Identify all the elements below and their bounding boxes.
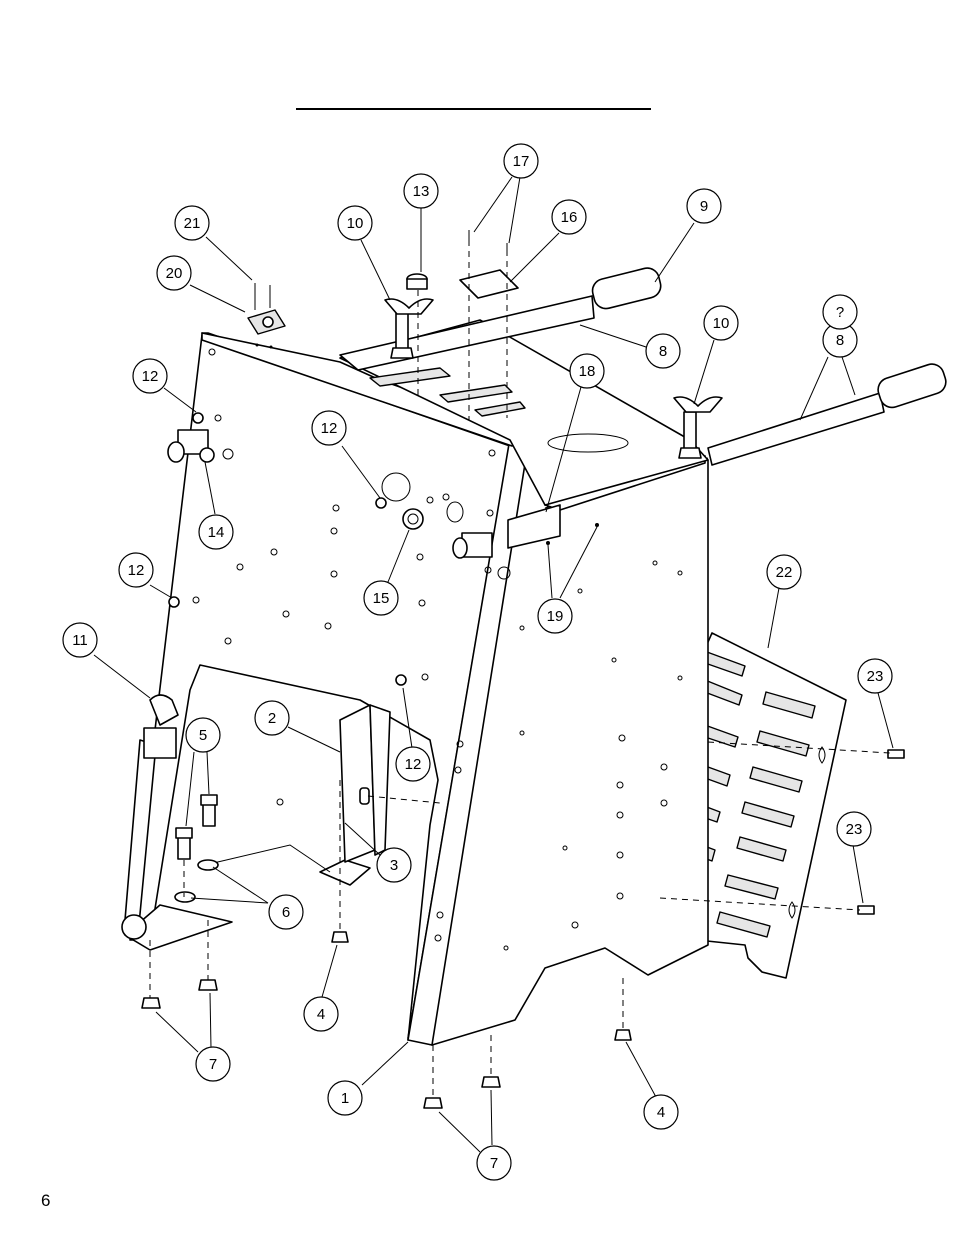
callout-label: 22 [776,564,793,581]
callout-21: 21 [174,205,210,241]
callout-12b: 12 [118,552,154,588]
callout-label: 12 [142,368,159,385]
callout-15: 15 [363,580,399,616]
callout-label: 3 [390,857,398,874]
callout-17: 17 [503,143,539,179]
frame-holes [208,348,683,951]
callout-label: 4 [317,1006,325,1023]
callout-label: 9 [700,198,708,215]
callout-label: 7 [490,1155,498,1172]
callout-label: 23 [867,668,884,685]
leader-lines [93,176,894,1153]
lift-rod [121,694,179,940]
callout-label: 16 [561,209,578,226]
callout-label: 10 [713,315,730,332]
callout-label: 2 [268,710,276,727]
callout-4b: 4 [643,1094,679,1130]
left-mount-bracket [124,704,391,951]
callout-10a: 10 [337,205,373,241]
callout-18: 18 [569,353,605,389]
callout-4a: 4 [303,996,339,1032]
callout-3: 3 [376,847,412,883]
callout-7a: 7 [195,1046,231,1082]
callout-label: 10 [347,215,364,232]
callout-label: 12 [405,756,422,773]
callout-label: 6 [282,904,290,921]
handle-tubes [339,267,947,466]
callout-label: 19 [547,608,564,625]
callout-14: 14 [198,514,234,550]
page-number: 6 [41,1191,51,1210]
callout-11: 11 [62,622,98,658]
callout-2: 2 [254,700,290,736]
callout-6: 6 [268,894,304,930]
callout-20: 20 [156,255,192,291]
callout-label: 17 [513,153,530,170]
callout-12a: 12 [132,358,168,394]
callout-13: 13 [403,173,439,209]
callout-label: 7 [209,1056,217,1073]
callout-label: 12 [321,420,338,437]
callout-label: 11 [72,632,88,649]
callout-5: 5 [185,717,221,753]
callout-label: 14 [208,524,225,541]
callout-12d: 12 [395,746,431,782]
callout-label: 4 [657,1104,665,1121]
callout-label: 5 [199,727,207,744]
callout-16: 16 [551,199,587,235]
callout-22: 22 [766,554,802,590]
callout-unknown: ? [822,294,858,330]
callout-label: 18 [579,363,596,380]
callout-8a: 8 [645,333,681,369]
callout-23a: 23 [857,658,893,694]
callout-7b: 7 [476,1145,512,1181]
callout-1: 1 [327,1080,363,1116]
title-underline [296,108,651,110]
callout-label: 8 [836,332,844,349]
callout-label: 23 [846,821,863,838]
callout-label: ? [836,304,844,321]
assembly-lines [149,240,891,1098]
callout-9: 9 [686,188,722,224]
callout-label: 20 [166,265,183,282]
callout-label: 8 [659,343,667,360]
callout-label: 12 [128,562,145,579]
callout-23b: 23 [836,811,872,847]
callout-label: 13 [413,183,430,200]
hardware [141,230,905,1109]
callout-label: 15 [373,590,390,607]
callout-19: 19 [537,598,573,634]
callout-label: 21 [184,215,201,232]
callout-label: 1 [341,1090,349,1107]
callout-12c: 12 [311,410,347,446]
callout-10b: 10 [703,305,739,341]
